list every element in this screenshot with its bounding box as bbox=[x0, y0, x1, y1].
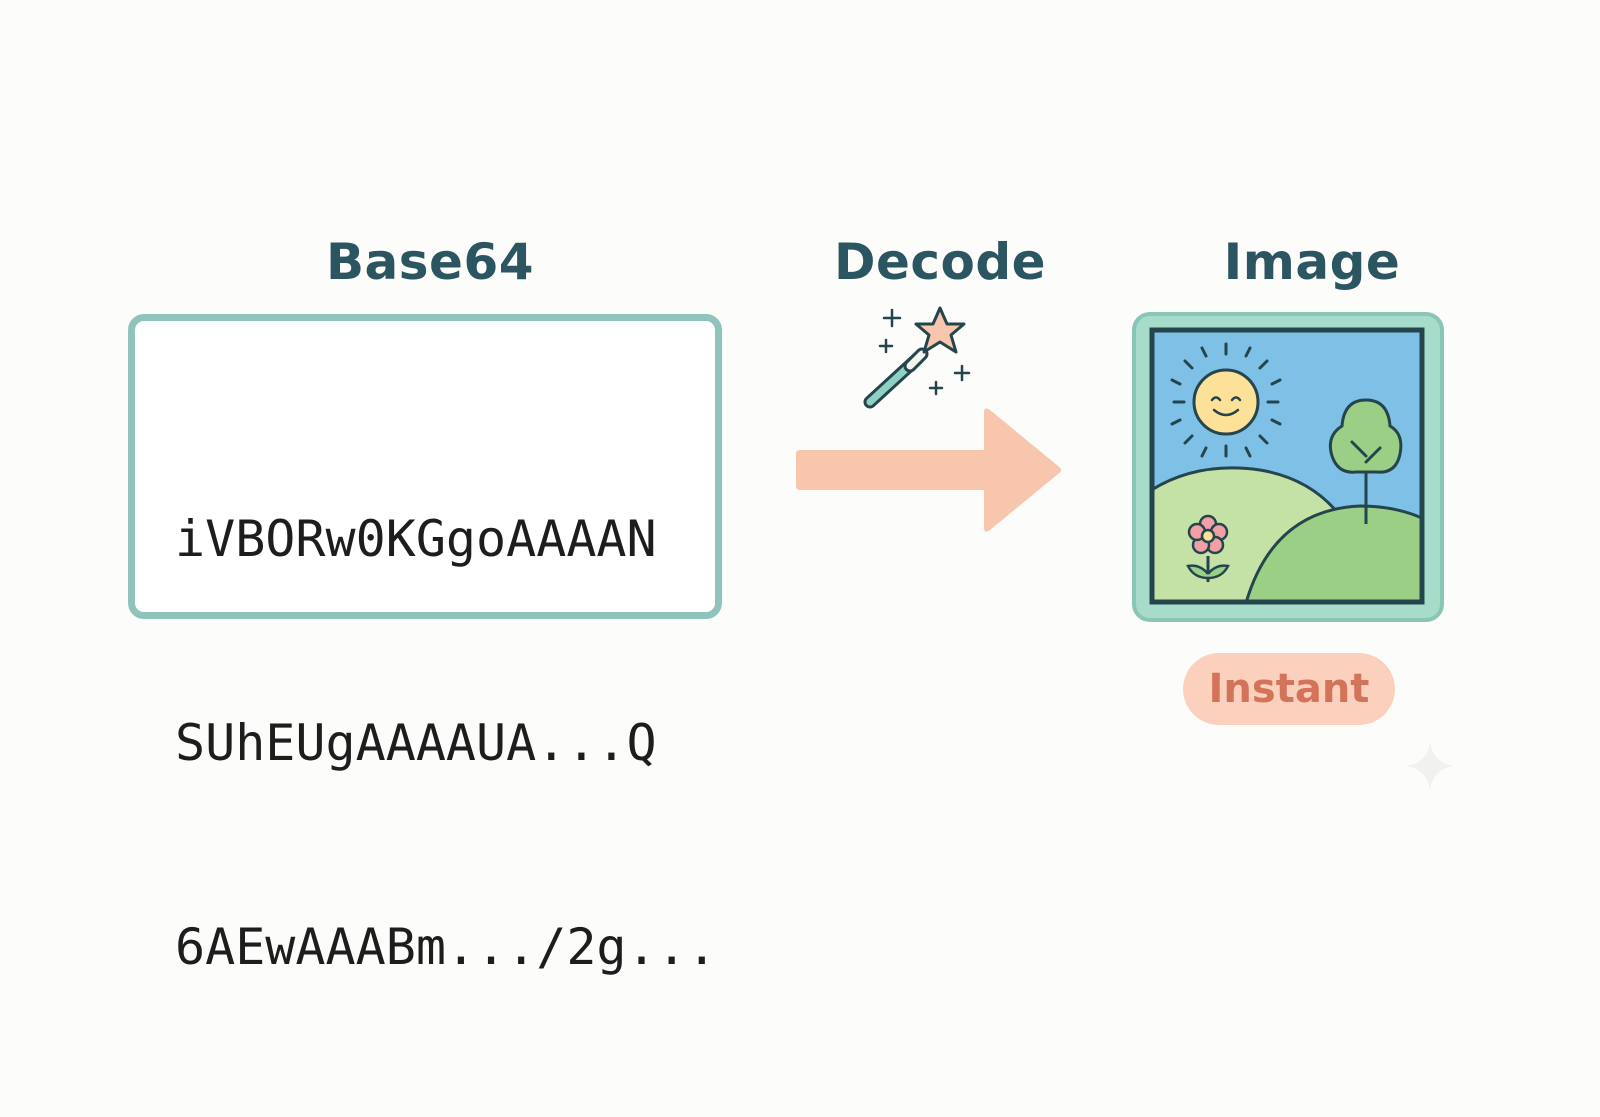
magic-wand-icon bbox=[863, 306, 971, 409]
decode-heading: Decode bbox=[833, 233, 1047, 291]
sparkle-icon bbox=[1406, 742, 1454, 790]
code-line-1: iVBORw0KGgoAAAAN bbox=[175, 510, 657, 568]
right-arrow-icon bbox=[796, 408, 1061, 532]
base64-code-text: iVBORw0KGgoAAAAN SUhEUgAAAAUA...Q 6AEwAA… bbox=[175, 369, 717, 1117]
base64-code-box: iVBORw0KGgoAAAAN SUhEUgAAAAUA...Q 6AEwAA… bbox=[128, 314, 722, 976]
image-heading: Image bbox=[1223, 233, 1401, 291]
instant-badge: Instant bbox=[1183, 653, 1395, 725]
code-line-3: 6AEwAAABm.../2g... bbox=[175, 918, 717, 976]
landscape-picture-icon bbox=[1132, 312, 1444, 622]
code-line-2: SUhEUgAAAAUA...Q bbox=[175, 714, 657, 772]
base64-heading: Base64 bbox=[325, 233, 535, 291]
